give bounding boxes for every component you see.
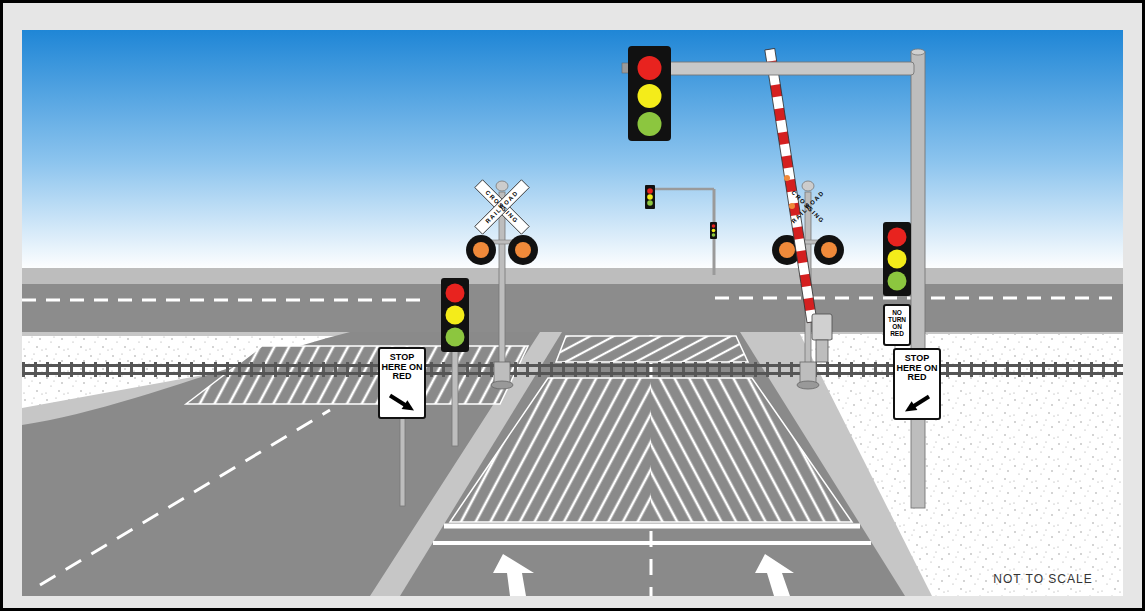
gate-lamp xyxy=(784,175,790,181)
sky xyxy=(22,30,1123,270)
crossbuck-board xyxy=(475,180,529,234)
stop-line xyxy=(433,541,871,545)
signal-lamp xyxy=(446,284,465,303)
sign-arrow xyxy=(902,393,932,413)
arrow-shaft xyxy=(914,397,930,407)
rail xyxy=(22,372,1123,375)
sign-text: STOP HERE ON RED xyxy=(895,354,939,383)
hatch-zone xyxy=(556,336,748,362)
signal-lamp xyxy=(712,229,716,233)
flasher-lens xyxy=(779,242,795,258)
signal-pole xyxy=(911,52,925,508)
flasher-lens xyxy=(515,242,531,258)
cross-road xyxy=(22,284,1123,332)
gate-lamp xyxy=(789,203,795,209)
lane-arrow xyxy=(493,554,534,596)
sign-text: NO TURN ON RED xyxy=(885,309,909,338)
pole-cap xyxy=(911,49,925,55)
signal-lamp xyxy=(712,224,716,228)
signal-lamp xyxy=(712,233,716,237)
arrow-head xyxy=(402,400,414,410)
signal-lamp xyxy=(888,228,907,247)
stop-line xyxy=(444,524,860,529)
signal-lamp xyxy=(638,56,662,80)
traffic-signal xyxy=(710,222,717,239)
sign-arrow xyxy=(387,392,417,412)
signal-lamp xyxy=(446,328,465,347)
gate-mechanism xyxy=(812,314,832,340)
road-sign: NO TURN ON RED xyxy=(883,304,911,346)
lane-line xyxy=(40,410,330,585)
signal-lamp xyxy=(647,194,653,200)
flasher-light xyxy=(814,235,844,265)
crossing-gate xyxy=(765,48,817,322)
signal-lamp xyxy=(647,188,653,194)
pole-cap xyxy=(802,181,814,191)
road-sign: STOP HERE ON RED xyxy=(378,347,426,419)
flasher-light xyxy=(466,235,496,265)
rail xyxy=(22,364,1123,367)
far-ground xyxy=(22,268,1123,286)
signal-pole xyxy=(452,350,458,446)
flasher-lens xyxy=(473,242,489,258)
flasher-light xyxy=(508,235,538,265)
traffic-signal xyxy=(645,185,655,209)
mast-arm xyxy=(668,62,914,75)
hatch-zone xyxy=(651,378,852,522)
crossbuck xyxy=(475,180,529,234)
gate-arm xyxy=(765,48,817,322)
arrow-glyph xyxy=(390,396,414,411)
sign-post xyxy=(400,418,405,506)
arrow-head xyxy=(905,401,917,411)
traffic-signal xyxy=(628,46,671,141)
signal-lamp xyxy=(647,200,653,206)
signal-lamp xyxy=(446,306,465,325)
signal-lamp xyxy=(888,272,907,291)
sidewalk-ground xyxy=(22,332,1123,596)
lane-arrow xyxy=(755,554,794,596)
lane-line xyxy=(22,299,420,302)
crossing-pole xyxy=(499,192,505,370)
signal-lamp xyxy=(638,112,662,136)
road-sign: STOP HERE ON RED xyxy=(893,348,941,420)
rail-ties xyxy=(22,362,1123,377)
sign-text: STOP HERE ON RED xyxy=(380,353,424,382)
mast-arm xyxy=(655,188,714,191)
crossbuck-board xyxy=(475,180,529,234)
gate-post xyxy=(816,340,828,362)
pole-footing xyxy=(491,381,513,389)
pole-cap xyxy=(496,181,508,191)
arrow-glyph xyxy=(905,397,929,412)
arrow-shaft xyxy=(390,396,406,406)
hatch-outline xyxy=(450,378,852,522)
traffic-signal xyxy=(883,222,911,296)
traffic-signal xyxy=(441,278,469,352)
signal-lamp xyxy=(888,250,907,269)
pole-footing xyxy=(797,381,819,389)
flasher-lens xyxy=(821,242,837,258)
scale-note: NOT TO SCALE xyxy=(993,573,1092,585)
signal-lamp xyxy=(638,84,662,108)
